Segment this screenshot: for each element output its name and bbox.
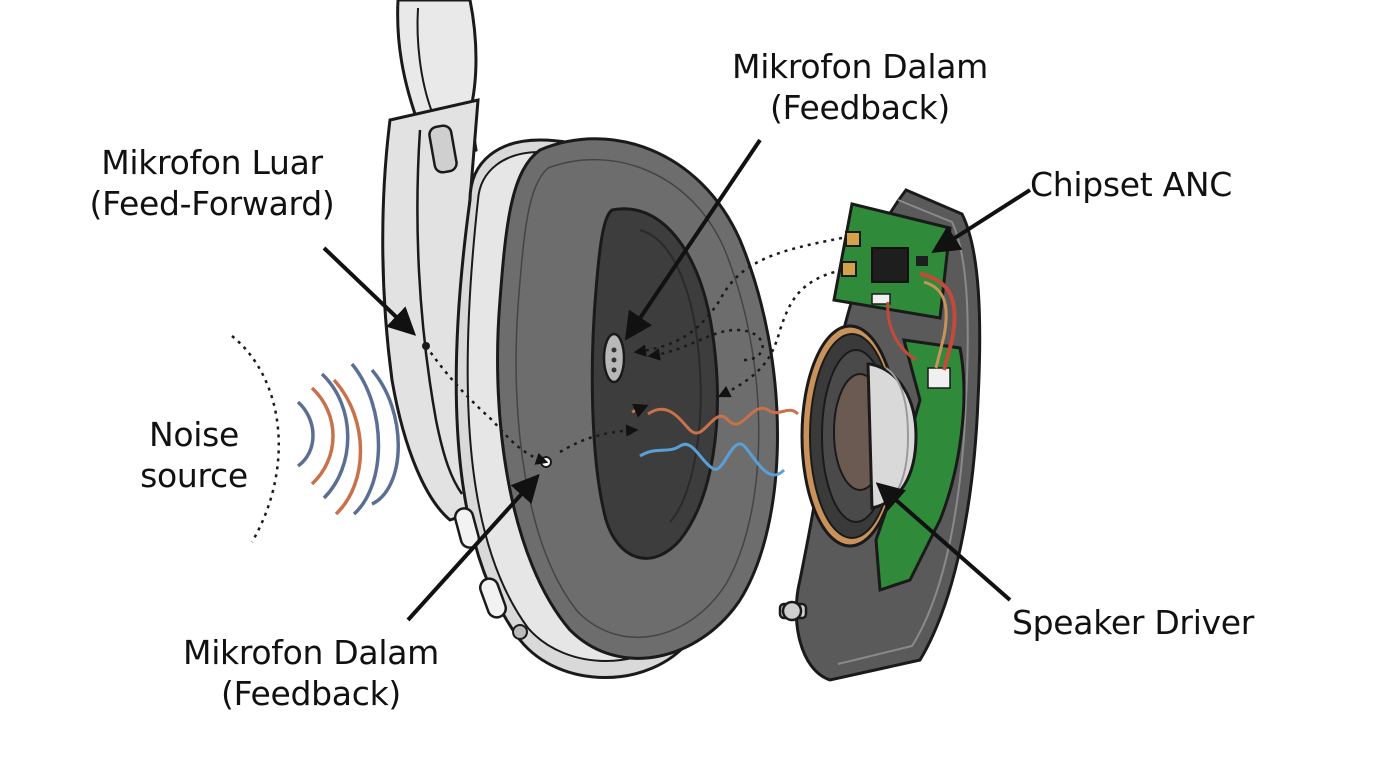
label-mic-inner-bottom: Mikrofon Dalam (Feedback) [166, 632, 456, 714]
anc-chip [871, 247, 909, 283]
label-speaker-line1: Speaker Driver [1012, 603, 1255, 642]
cancel-waves [631, 403, 800, 477]
noise-waves [231, 335, 400, 543]
label-noise-source: Noise source [128, 414, 260, 496]
arrow-mic-inner-bottom [406, 473, 540, 622]
label-noise-line1: Noise [148, 415, 240, 454]
label-speaker-driver: Speaker Driver [1012, 602, 1270, 643]
speaker-driver [800, 324, 918, 548]
ear-cushion [496, 137, 779, 660]
label-mic-inner-bottom-line1: Mikrofon Dalam [183, 633, 439, 672]
label-mic-inner-top-line2: (Feedback) [770, 88, 950, 127]
signal-paths [424, 236, 843, 465]
arrow-mic-inner-top [624, 138, 762, 341]
inner-mic-top [602, 332, 626, 384]
label-noise-line2: source [140, 456, 248, 495]
label-mic-outer-line2: (Feed-Forward) [89, 184, 335, 223]
arrow-mic-outer [322, 246, 417, 336]
label-mic-inner-top: Mikrofon Dalam (Feedback) [712, 46, 1008, 128]
label-mic-inner-bottom-line2: (Feedback) [221, 674, 401, 713]
label-mic-outer: Mikrofon Luar (Feed-Forward) [74, 142, 350, 224]
label-mic-outer-line1: Mikrofon Luar [101, 143, 323, 182]
arrow-chipset [931, 188, 1032, 254]
anc-pcb [832, 202, 966, 593]
leader-arrows [322, 138, 1032, 622]
label-chipset-line1: Chipset ANC [1030, 165, 1232, 204]
label-mic-inner-top-line1: Mikrofon Dalam [732, 47, 988, 86]
label-chipset: Chipset ANC [1030, 164, 1262, 205]
arrow-speaker [875, 482, 1012, 602]
